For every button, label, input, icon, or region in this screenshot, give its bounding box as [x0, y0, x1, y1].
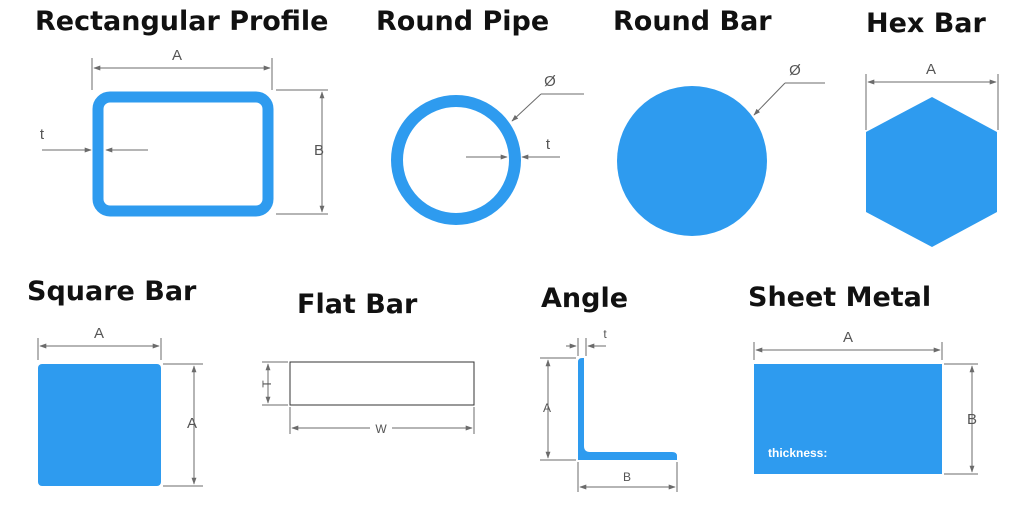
angle-shape — [578, 358, 677, 460]
hex-dim-a-label: A — [926, 61, 936, 78]
title-round-pipe: Round Pipe — [376, 6, 550, 37]
square-dim-a-top-label: A — [94, 325, 104, 342]
sheet-dim-a-label: A — [843, 329, 853, 346]
round-bar-figure: Ø — [617, 62, 825, 236]
title-square-bar: Square Bar — [27, 276, 197, 307]
angle-dim-t-label: t — [603, 327, 607, 341]
round-pipe-figure: Ø t — [391, 73, 584, 225]
sheet-metal-figure: A B thickness: — [753, 329, 978, 475]
square-dim-a-side-label: A — [187, 415, 197, 432]
title-sheet-metal: Sheet Metal — [748, 282, 932, 313]
hex-bar-shape — [866, 97, 997, 247]
dim-b-label: B — [314, 142, 324, 159]
round-pipe-shape — [391, 95, 521, 225]
round-bar-dia-label: Ø — [789, 62, 801, 79]
title-rectangular-profile: Rectangular Profile — [35, 6, 329, 37]
hex-bar-figure: A — [865, 61, 999, 247]
round-pipe-t-label: t — [546, 136, 551, 153]
dim-a-label: A — [172, 47, 182, 64]
angle-dim-b-label: B — [623, 470, 631, 484]
flat-bar-shape — [289, 361, 475, 406]
rectangular-profile-shape — [92, 91, 274, 217]
sheet-metal-shape — [754, 364, 942, 474]
sheet-dim-b-label: B — [967, 411, 977, 428]
round-bar-shape — [617, 86, 767, 236]
flat-dim-w-label: W — [375, 422, 387, 436]
square-bar-figure: A A — [37, 325, 203, 487]
flat-dim-t-label: T — [260, 380, 274, 388]
round-pipe-dia-label: Ø — [544, 73, 556, 90]
title-hex-bar: Hex Bar — [866, 8, 986, 39]
square-bar-shape — [38, 364, 161, 486]
round-bar-dia-leader — [753, 82, 786, 116]
angle-figure: t A B — [540, 327, 678, 492]
rectangular-profile-figure: A B t — [40, 47, 328, 217]
title-round-bar: Round Bar — [613, 6, 772, 37]
title-angle: Angle — [541, 283, 629, 314]
sheet-thickness-label: thickness: — [768, 446, 827, 460]
angle-dim-a-label: A — [543, 401, 551, 415]
flat-bar-figure: T W — [260, 361, 475, 436]
dim-t-label: t — [40, 126, 45, 143]
title-flat-bar: Flat Bar — [297, 289, 418, 320]
